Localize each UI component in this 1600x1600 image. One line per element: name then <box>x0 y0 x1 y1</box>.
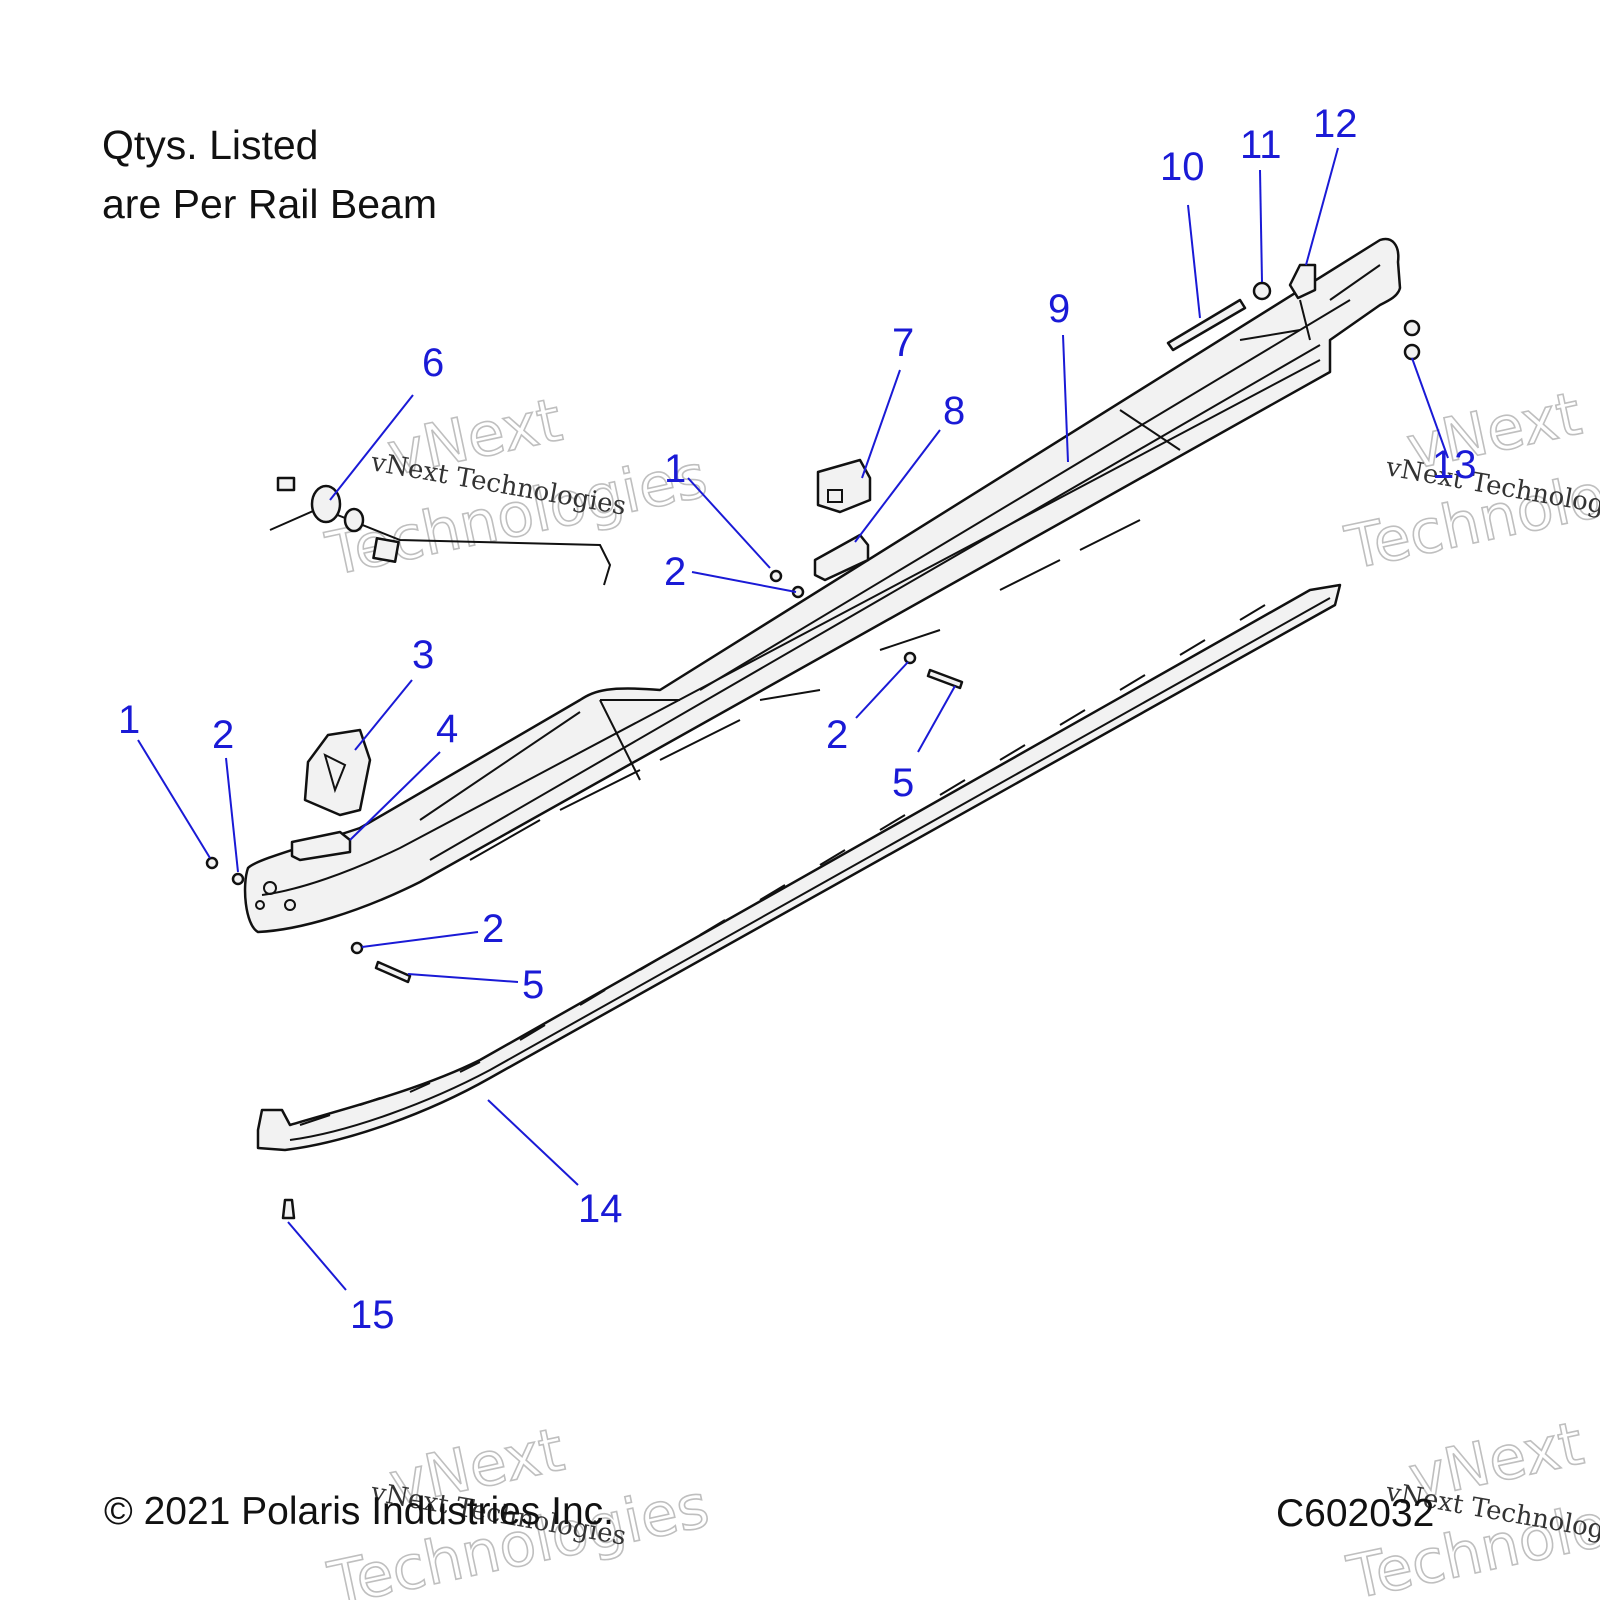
callout-5-lower: 5 <box>522 963 544 1007</box>
callout-10: 10 <box>1160 145 1205 189</box>
nut-1-mid <box>769 569 783 583</box>
threaded-rod-10 <box>1166 298 1247 352</box>
callout-5-right: 5 <box>892 761 914 805</box>
callout-12: 12 <box>1313 102 1358 146</box>
callout-2-lower: 2 <box>482 907 504 951</box>
spring-rod-assembly <box>269 476 612 586</box>
washer-2-left <box>231 872 245 886</box>
nut-1-left <box>205 856 219 870</box>
washer-2-right <box>903 651 917 665</box>
block-4 <box>290 830 352 862</box>
bracket-12 <box>1288 263 1317 300</box>
callout-8: 8 <box>943 389 965 433</box>
diagram-code: C602032 <box>1276 1492 1435 1535</box>
callout-2-right: 2 <box>826 713 848 757</box>
callout-6: 6 <box>422 341 444 385</box>
callout-15: 15 <box>350 1293 395 1337</box>
quantity-note: Qtys. Listed are Per Rail Beam <box>102 116 437 235</box>
quantity-note-line1: Qtys. Listed <box>102 122 319 168</box>
callout-3: 3 <box>412 633 434 677</box>
callout-labels: 1 1 2 2 2 2 3 4 5 5 6 7 8 9 10 11 12 13 … <box>118 102 1477 1337</box>
callout-1-left: 1 <box>118 698 140 742</box>
callout-14: 14 <box>578 1187 623 1231</box>
slide <box>256 583 1342 1152</box>
bolt-13a <box>1403 319 1421 337</box>
block-7 <box>816 458 872 514</box>
callout-2-mid: 2 <box>664 550 686 594</box>
block-3 <box>303 728 372 817</box>
copyright: © 2021 Polaris Industries Inc. <box>104 1490 614 1533</box>
bolt-13b <box>1403 343 1421 361</box>
callout-2-left: 2 <box>212 713 234 757</box>
screw-15 <box>281 1198 296 1220</box>
callout-9: 9 <box>1048 287 1070 331</box>
callout-1-mid: 1 <box>664 447 686 491</box>
leader-lines <box>137 147 1449 1291</box>
callout-11: 11 <box>1240 123 1282 167</box>
quantity-note-line2: are Per Rail Beam <box>102 181 437 228</box>
rail-beam <box>243 237 1402 934</box>
nut-11 <box>1252 281 1272 301</box>
callout-4: 4 <box>436 707 458 751</box>
bolt-5-lower <box>374 960 412 984</box>
bolt-5-right <box>926 668 964 690</box>
washer-2-lower <box>350 941 364 955</box>
callout-13: 13 <box>1432 443 1477 487</box>
callout-7: 7 <box>892 321 914 365</box>
